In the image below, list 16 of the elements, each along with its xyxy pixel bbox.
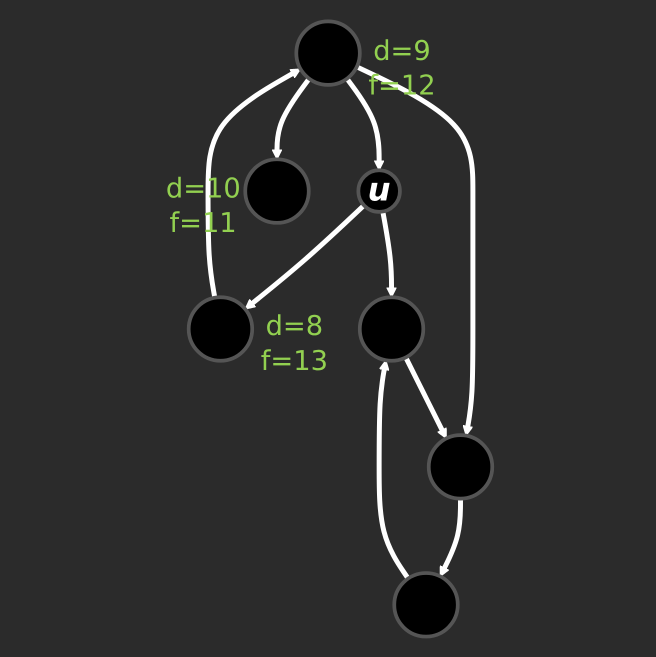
arrow — [244, 203, 366, 310]
arrow — [272, 76, 312, 160]
node-annotation: d=8 f=13 — [260, 310, 330, 380]
arrow — [380, 210, 398, 298]
node-circle — [244, 156, 311, 224]
node-circle — [294, 19, 362, 86]
node-circle — [392, 570, 460, 638]
node-circle: u — [356, 168, 402, 214]
node-circle — [427, 432, 494, 500]
arrow — [376, 359, 410, 580]
arrow — [404, 356, 447, 438]
node-circle — [187, 294, 254, 362]
arrow — [440, 498, 464, 576]
arrow — [206, 68, 302, 298]
node-circle — [358, 294, 426, 362]
arrow — [345, 76, 385, 170]
